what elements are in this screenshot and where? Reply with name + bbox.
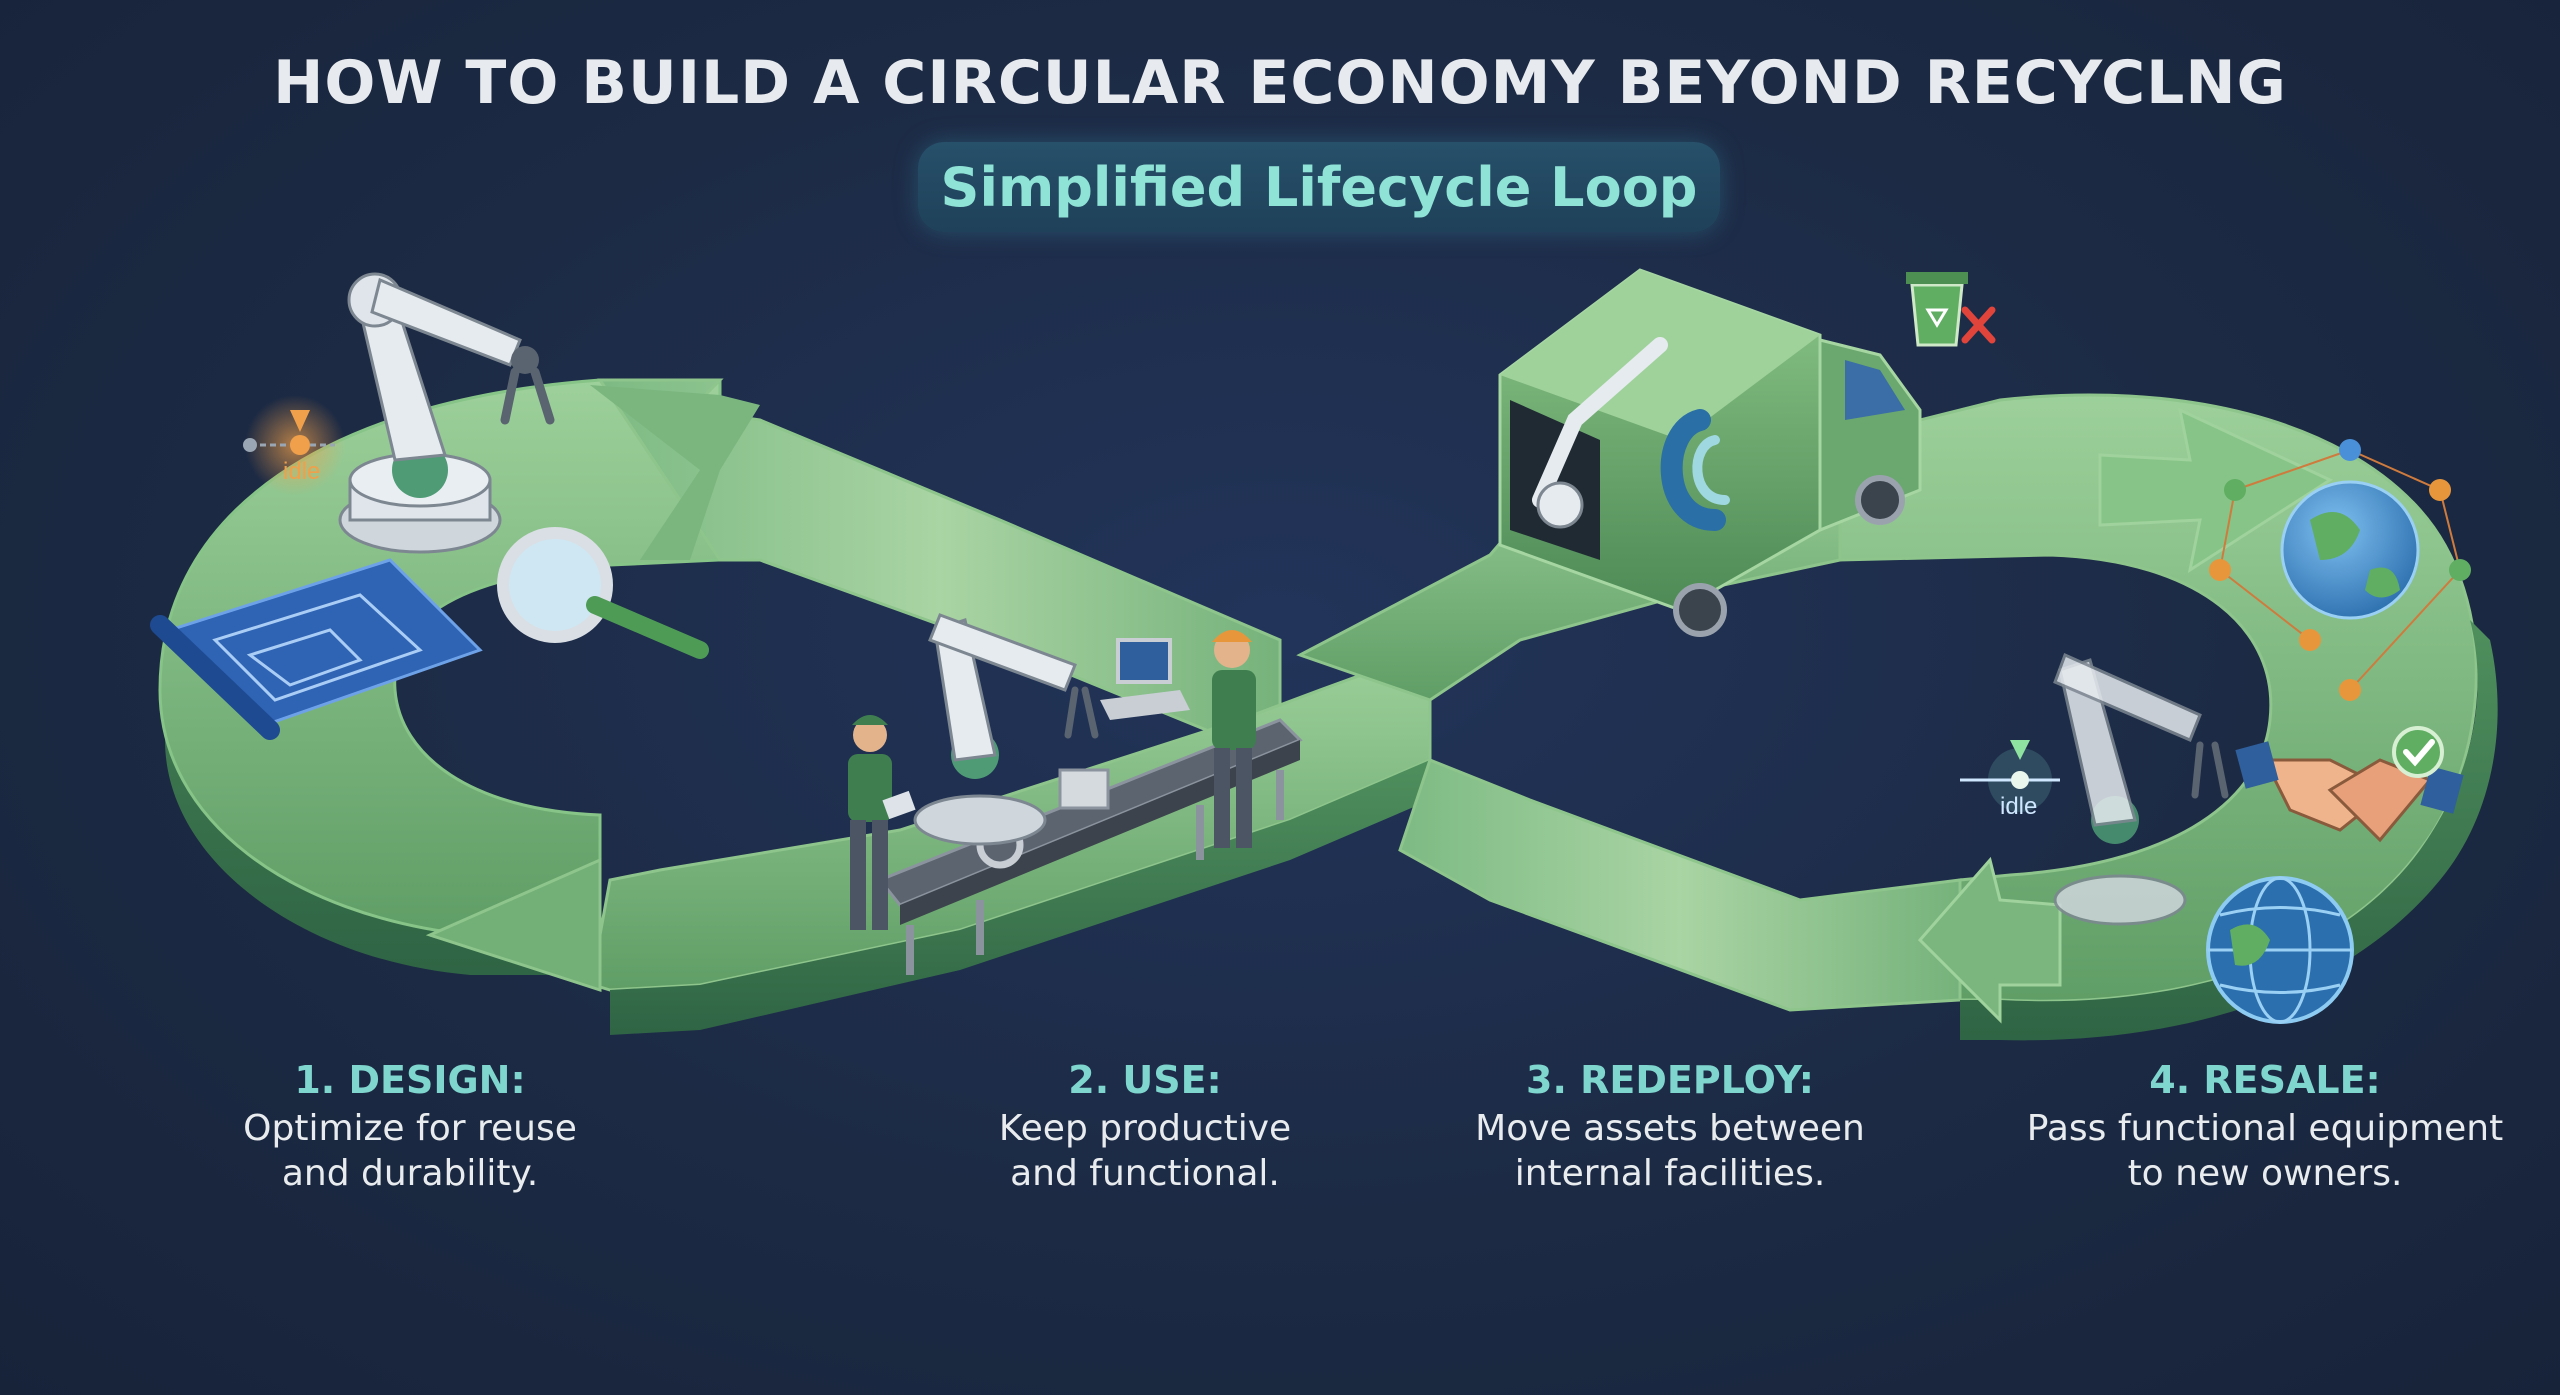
- magnifier-icon: [497, 527, 709, 659]
- arrow-head-bottom-right: [1917, 856, 2062, 1024]
- globe-icon: [2206, 876, 2354, 1024]
- step-title: 2. USE:: [1068, 1058, 1222, 1102]
- globe-network-icon: [2209, 439, 2471, 701]
- subtitle-pill: Simplified Lifecycle Loop: [918, 142, 1720, 232]
- arrow-head-top-right: [2098, 407, 2334, 574]
- step-use: 2. USE: Keep productive and functional.: [915, 1058, 1375, 1196]
- conveyor-icon: [877, 718, 1303, 975]
- handshake-icon: [2235, 741, 2464, 843]
- recycle-bin-crossed-icon: [1906, 272, 1996, 347]
- step-resale: 4. RESALE: Pass functional equipment to …: [1985, 1058, 2545, 1196]
- step-desc-line2: and functional.: [1010, 1153, 1280, 1194]
- step-title: 4. RESALE:: [2149, 1058, 2381, 1102]
- subtitle: Simplified Lifecycle Loop: [940, 155, 1698, 219]
- arrow-head-bottom-left: [425, 857, 602, 993]
- step-redeploy: 3. REDEPLOY: Move assets between interna…: [1435, 1058, 1905, 1196]
- computer-terminal-icon: [1100, 638, 1190, 720]
- truck-icon: [1498, 268, 1922, 637]
- design-robot-arm-icon: [338, 272, 555, 554]
- step-desc-line1: Pass functional equipment: [2026, 1108, 2504, 1149]
- checkmark-icon: [2392, 726, 2444, 778]
- step-design: 1. DESIGN: Optimize for reuse and durabi…: [180, 1058, 640, 1196]
- page-title: HOW TO BUILD A CIRCULAR ECONOMY BEYOND R…: [273, 48, 2287, 118]
- worker-left-icon: [848, 715, 916, 930]
- step-desc-line2: to new owners.: [2127, 1153, 2403, 1194]
- idle-indicator-right-icon: [1960, 740, 2060, 812]
- idle-label-right: idle: [2000, 793, 2038, 820]
- resale-robot-arm-icon: [2053, 652, 2229, 926]
- front-strand-side: [610, 760, 1430, 1035]
- step-desc-line2: internal facilities.: [1514, 1153, 1826, 1194]
- arrow-head-top-left: [590, 385, 760, 560]
- step-desc-line2: and durability.: [281, 1153, 539, 1194]
- step-title: 1. DESIGN:: [294, 1058, 526, 1102]
- worker-right-icon: [1212, 630, 1256, 848]
- idle-label-left: idle: [283, 458, 321, 485]
- step-desc-line1: Keep productive: [998, 1108, 1292, 1149]
- blueprint-icon: [150, 558, 483, 740]
- use-robot-arm-icon: [913, 613, 1099, 846]
- right-lobe-side: [1960, 620, 2498, 1041]
- step-title: 3. REDEPLOY:: [1526, 1058, 1814, 1102]
- center-strand-down: [1398, 758, 1962, 1012]
- idle-indicator-left-icon: [243, 395, 345, 495]
- step-desc-line1: Move assets between: [1475, 1108, 1865, 1149]
- step-desc-line1: Optimize for reuse: [243, 1108, 577, 1149]
